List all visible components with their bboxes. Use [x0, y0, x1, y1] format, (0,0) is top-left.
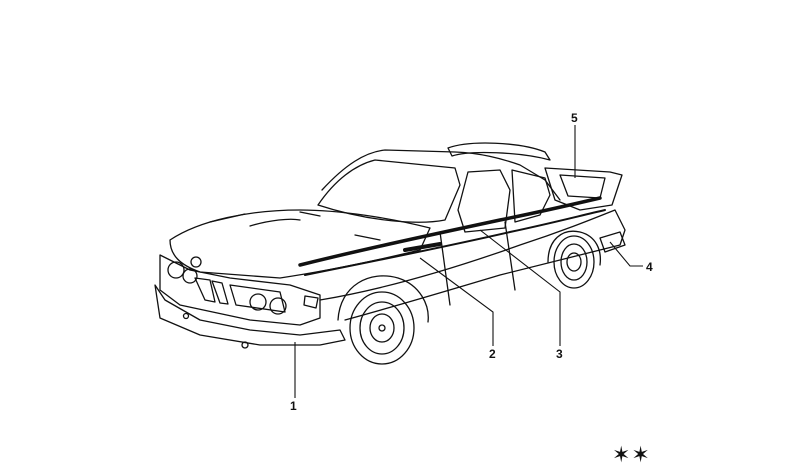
side-window-rear	[511, 169, 551, 223]
stripe-upper	[298, 196, 602, 267]
double-star-symbol: ✶✶	[612, 443, 651, 468]
callout-labels: 1 2 3 4 5	[290, 111, 653, 413]
kidney-grille	[194, 277, 216, 303]
callout-1: 1	[290, 399, 297, 413]
rear-bumper	[599, 231, 626, 253]
headlight-left-outer	[167, 261, 185, 279]
car-illustration	[154, 142, 626, 365]
leader-line-2	[419, 257, 494, 346]
side-window-front	[457, 169, 511, 233]
front-wheel-arch	[337, 275, 429, 323]
headlight-right-inner	[249, 293, 267, 311]
callout-4: 4	[646, 260, 653, 274]
callout-2: 2	[489, 347, 496, 361]
roof-outline	[321, 149, 561, 201]
callout-lines	[294, 125, 643, 398]
front-air-dam	[154, 284, 346, 346]
front-wheel	[349, 291, 415, 365]
leader-line-3	[479, 229, 561, 346]
callout-3: 3	[556, 347, 563, 361]
windshield	[317, 159, 461, 223]
rear-wing	[544, 167, 623, 211]
callout-5: 5	[571, 111, 578, 125]
leader-line-4	[609, 241, 643, 267]
roof-spoiler	[447, 142, 551, 161]
front-fascia	[159, 254, 321, 326]
rear-wheel-arch	[547, 230, 602, 266]
rear-wheel	[553, 235, 595, 289]
